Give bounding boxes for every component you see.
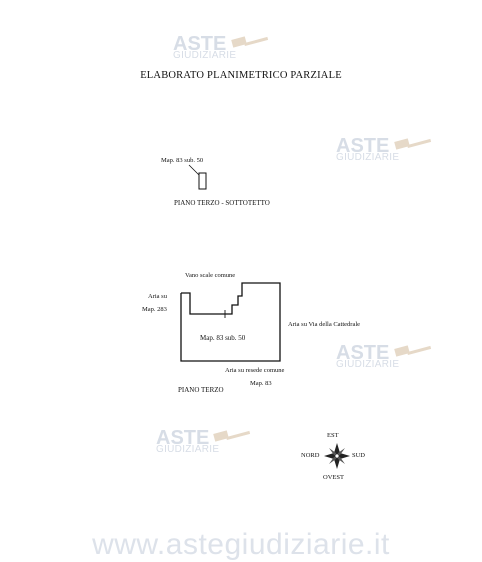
gavel-icon bbox=[394, 345, 432, 357]
gavel-icon bbox=[394, 138, 432, 150]
watermark-brand: ASTE bbox=[173, 33, 227, 55]
label-map-83: Map. 83 bbox=[250, 380, 272, 387]
watermark-sub: GIUDIZIARIE bbox=[173, 50, 237, 61]
sottotetto-floor-label: PIANO TERZO - SOTTOTETTO bbox=[174, 199, 270, 207]
page-title: ELABORATO PLANIMETRICO PARZIALE bbox=[140, 70, 342, 81]
footer-watermark-url: www.astegiudiziarie.it bbox=[92, 528, 390, 561]
watermark-sub: GIUDIZIARIE bbox=[336, 152, 400, 163]
watermark-brand: ASTE bbox=[156, 427, 210, 449]
label-via-cattedrale: Aria su Via della Cattedrale bbox=[288, 321, 361, 328]
sottotetto-callout: Map. 83 sub. 50 bbox=[161, 157, 204, 164]
piano-terzo-outline bbox=[180, 282, 281, 362]
watermark-brand: ASTE bbox=[336, 342, 390, 364]
gavel-icon bbox=[231, 36, 269, 48]
sottotetto-room bbox=[198, 172, 207, 190]
watermark-logo: ASTE GIUDIZIARIE bbox=[156, 428, 219, 455]
compass-label-bottom: OVEST bbox=[323, 474, 344, 481]
watermark-logo: ASTE GIUDIZIARIE bbox=[336, 136, 399, 163]
compass-label-top: EST bbox=[327, 432, 339, 439]
compass-rose-icon bbox=[324, 443, 350, 469]
compass-label-left: NORD bbox=[301, 452, 320, 459]
watermark-logo: ASTE GIUDIZIARIE bbox=[336, 343, 399, 370]
compass-label-right: SUD bbox=[352, 452, 366, 459]
watermark-brand: ASTE bbox=[336, 135, 390, 157]
label-map-283: Map. 283 bbox=[142, 306, 167, 313]
watermark-logo: ASTE GIUDIZIARIE bbox=[173, 34, 236, 61]
watermark-sub: GIUDIZIARIE bbox=[156, 444, 220, 455]
label-vano-scale: Vano scale comune bbox=[185, 272, 236, 279]
piano-terzo-floor-label: PIANO TERZO bbox=[178, 386, 224, 394]
label-aria-su: Aria su bbox=[148, 293, 167, 300]
gavel-icon bbox=[213, 430, 251, 442]
label-resede: Aria su resede comune bbox=[225, 367, 285, 374]
label-unit: Map. 83 sub. 50 bbox=[200, 334, 246, 342]
watermark-sub: GIUDIZIARIE bbox=[336, 359, 400, 370]
callout-leader-line bbox=[188, 164, 200, 176]
